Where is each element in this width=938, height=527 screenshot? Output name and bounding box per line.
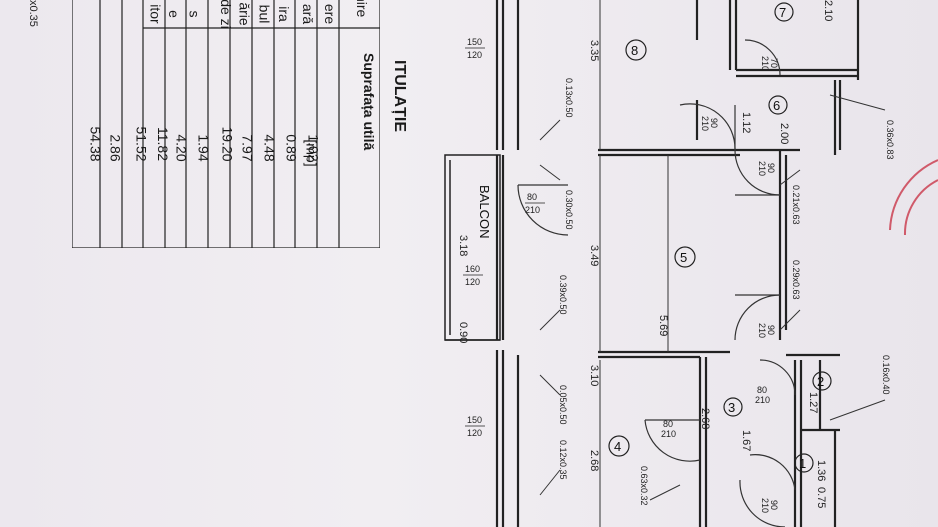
door-70-bot: 210 [760,56,770,71]
room-1-label: 1 [799,456,806,471]
dim-210: 2.10 [822,0,834,21]
door-80c-bot: 210 [661,429,676,439]
door-80b-top: 80 [757,385,767,395]
door-150a-bot: 120 [467,50,482,60]
window-4: 0.05x0.50 [558,385,568,425]
window-8: 0.29x0.63 [791,260,801,300]
dim-167: 1.67 [740,430,752,451]
door-80-top: 80 [527,192,537,202]
dim-136: 1.36 [815,460,827,481]
dim-268a: 2.68 [588,450,600,471]
door-160-top: 160 [465,264,480,274]
window-1: 0.13x0.50 [564,78,574,118]
dim-112: 1.12 [740,112,752,133]
dim-310: 3.10 [588,365,600,386]
dim-200: 2.00 [778,123,790,144]
door-70-top: 70 [769,58,779,68]
door-80-bot: 210 [525,205,540,215]
window-6: 0.63x0.32 [639,466,649,506]
balcony-outline [444,154,501,341]
door-90b-top: 90 [766,163,776,173]
window-5: 0.12x0.35 [558,440,568,480]
dim-335: 3.35 [588,40,600,61]
door-90a-bot: 210 [700,116,710,131]
room-3-label: 3 [728,400,735,415]
window-7: 0.21x0.63 [791,185,801,225]
window-markers [539,0,886,527]
room-7-label: 7 [779,5,786,20]
balcony-width: 3.18 [457,235,469,256]
window-2: 0.30x0.50 [564,190,574,230]
room-2-label: 2 [817,374,824,389]
door-150a-top: 150 [467,37,482,47]
door-90c-bot: 210 [757,323,767,338]
window-9: 0.36x0.83 [885,120,895,160]
door-90b-bot: 210 [757,161,767,176]
walls [495,0,860,527]
door-90a-top: 90 [709,118,719,128]
door-90d-top: 90 [769,500,779,510]
dim-268b: 2.68 [699,408,711,429]
door-150b-top: 150 [467,415,482,425]
room-8-label: 8 [631,43,638,58]
dim-349: 3.49 [588,245,600,266]
door-80c-top: 80 [663,419,673,429]
door-90d-bot: 210 [760,498,770,513]
dim-569: 5.69 [657,315,669,336]
window-10: 0.16x0.40 [881,355,891,395]
dim-075: 0.75 [815,487,827,508]
dim-035: x0.35 [27,0,39,27]
room-6-label: 6 [773,98,780,113]
plan-title: ITULAȚIE [391,60,408,132]
room-5-label: 5 [680,250,687,265]
stamp-seal [889,159,938,236]
door-90c-top: 90 [766,325,776,335]
balcony-label: BALCON [477,185,492,238]
room-markers [608,2,832,473]
door-labels: 150 120 150 120 160 120 80 210 90 210 90… [463,37,779,513]
door-swings [517,39,796,527]
room-4-label: 4 [614,439,621,454]
door-80b-bot: 210 [755,395,770,405]
door-150b-bot: 120 [467,428,482,438]
window-3: 0.39x0.50 [558,275,568,315]
balcony-depth: 0.90 [457,322,469,343]
dim-127: 1.27 [807,392,819,413]
door-160-bot: 120 [465,277,480,287]
